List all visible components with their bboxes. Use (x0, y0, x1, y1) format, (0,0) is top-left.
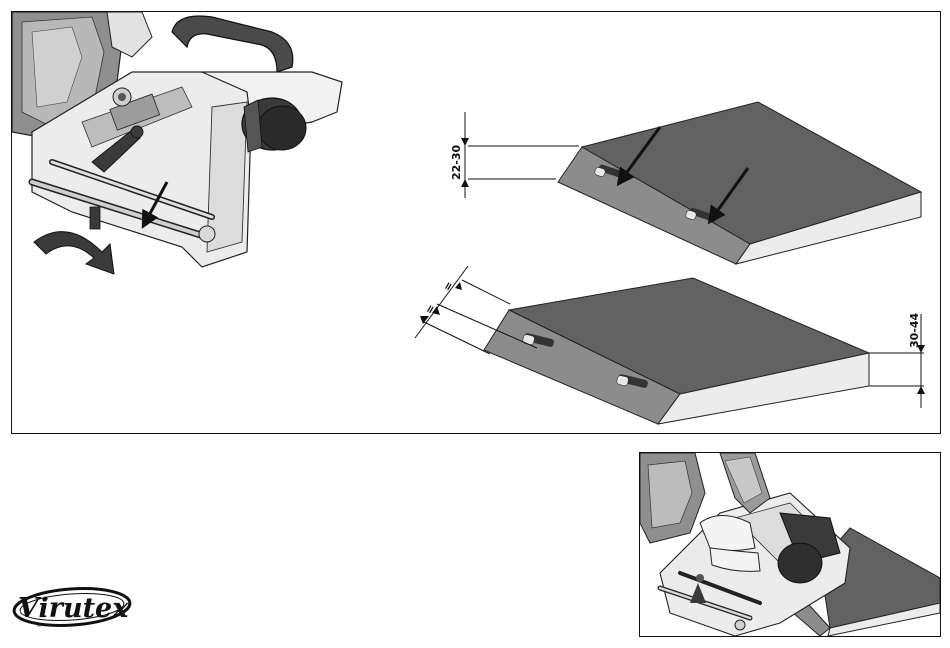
virutex-logo: Virutex ® (10, 580, 135, 630)
inset-illustration-panel (639, 452, 941, 637)
lower-board (484, 278, 869, 424)
dimension-top (461, 112, 579, 198)
equal-mark-2: = (422, 302, 438, 316)
inset-machine (640, 453, 850, 636)
dimension-label-bottom: 30-44 (908, 312, 921, 348)
biscuit-joiner-machine (12, 12, 342, 274)
upper-board (558, 102, 921, 264)
equal-mark-1: = (440, 279, 456, 293)
main-illustration: 22-30 = = (12, 12, 940, 433)
registered-mark: ® (36, 622, 42, 629)
inset-illustration (640, 453, 940, 636)
dimension-label-top: 22-30 (450, 144, 463, 180)
main-illustration-panel: 22-30 = = (11, 11, 941, 434)
logo-text: Virutex (18, 593, 129, 624)
